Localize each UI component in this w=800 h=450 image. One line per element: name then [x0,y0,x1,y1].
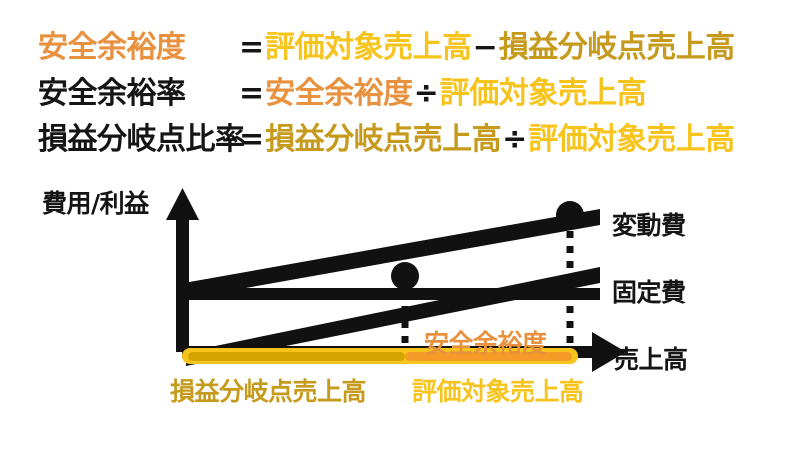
formula-row-safety-margin-ratio: 安全余裕率 = 安全余裕度 ÷ 評価対象売上高 [0,68,800,114]
series-label-fixed-cost: 固定費 [612,278,686,307]
formula-equals-sign: = [239,76,265,111]
chart-graphic [166,188,626,372]
formula-term-safety-margin: 安全余裕度 [265,76,413,111]
formula-equals-sign: = [239,122,265,157]
target-sales-point-marker [556,201,584,229]
break-even-point-marker [391,262,419,290]
sales-axis-bars [182,348,578,364]
formula-term-break-even-sales: 損益分岐点売上高 [498,30,736,65]
y-axis [166,188,199,352]
formula-left-term: 損益分岐点比率 [38,122,245,157]
total-cost-line [178,209,600,300]
formula-term-target-sales: 評価対象売上高 [439,76,647,111]
formula-left-term: 安全余裕度 [38,30,186,65]
safety-margin-annotation: 安全余裕度 [424,329,547,358]
formula-block: 安全余裕度 = 評価対象売上高 − 損益分岐点売上高 安全余裕率 = 安全余裕度… [0,22,800,160]
formula-term-target-sales: 評価対象売上高 [265,30,472,65]
caption-break-even-sales: 損益分岐点売上高 [170,377,367,406]
revenue-line [186,267,600,366]
break-even-chart: 費用/利益 売上高 変動費 固定費 安全余裕度 損益分岐点売上高 評価対象売上高 [0,172,800,450]
formula-row-break-even-ratio: 損益分岐点比率 = 損益分岐点売上高 ÷ 評価対象売上高 [0,114,800,160]
x-axis-label: 売上高 [614,345,688,374]
formula-term-target-sales: 評価対象売上高 [528,122,735,157]
break-even-sales-bar [188,352,405,361]
formula-equals-sign: = [239,30,265,65]
series-label-variable-cost: 変動費 [612,211,686,240]
formula-operator-minus: − [472,30,498,65]
safety-margin-bar [405,352,572,361]
y-axis-label: 費用/利益 [42,189,149,218]
formula-operator-divide: ÷ [502,122,528,157]
caption-target-sales: 評価対象売上高 [412,377,584,406]
formula-term-break-even-sales: 損益分岐点売上高 [265,122,502,157]
formula-operator-divide: ÷ [413,76,439,111]
formula-row-safety-margin-amount: 安全余裕度 = 評価対象売上高 − 損益分岐点売上高 [0,22,800,68]
formula-left-term: 安全余裕率 [38,76,186,111]
